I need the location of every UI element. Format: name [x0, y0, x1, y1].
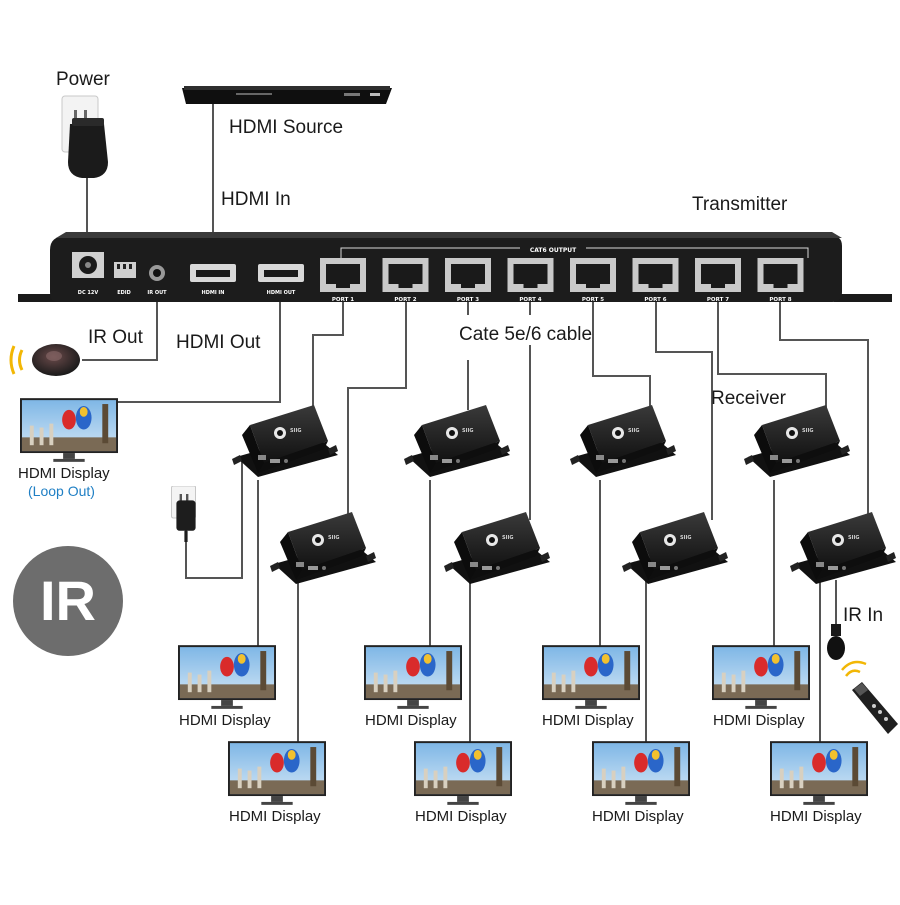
panel-label-ir-out: IR OUT	[147, 290, 167, 296]
panel-label-dc: DC 12V	[78, 290, 99, 296]
label-hdmi-display-4: HDMI Display	[415, 808, 507, 825]
display-icon-2	[228, 741, 326, 805]
receiver-power-plug-icon	[171, 486, 197, 542]
receivers	[232, 405, 896, 584]
label-receiver: Receiver	[711, 388, 786, 409]
rj45-port-2: PORT 2	[382, 258, 429, 303]
label-hdmi-display-7: HDMI Display	[713, 712, 805, 729]
loop-out-display-icon	[20, 398, 118, 462]
cable-lines	[82, 104, 869, 745]
power-plug-icon	[61, 95, 108, 178]
rj45-ports: PORT 1 PORT 2 PORT 3 PORT 4 PORT 5 PORT 6 PORT…	[320, 258, 804, 303]
label-hdmi-display-5: HDMI Display	[542, 712, 634, 729]
display-icon-5	[542, 645, 640, 709]
ir-emitter-icon	[9, 344, 80, 376]
label-hdmi-display-8: HDMI Display	[770, 808, 862, 825]
receiver-3	[404, 405, 510, 477]
remote-control-icon	[841, 660, 898, 734]
label-transmitter: Transmitter	[692, 194, 788, 215]
receiver-1	[232, 405, 338, 477]
label-hdmi-out: HDMI Out	[176, 332, 261, 353]
port-label-7: PORT 7	[707, 297, 729, 303]
receiver-7	[744, 405, 850, 477]
port-label-2: PORT 2	[394, 297, 416, 303]
label-ir-out: IR Out	[88, 327, 143, 348]
label-hdmi-in: HDMI In	[221, 189, 291, 210]
rj45-port-8: PORT 8	[757, 258, 804, 303]
panel-label-edid: EDID	[117, 290, 131, 296]
ir-badge-text: IR	[40, 569, 96, 632]
label-hdmi-display-3: HDMI Display	[365, 712, 457, 729]
port-label-6: PORT 6	[644, 297, 666, 303]
rj45-port-7: PORT 7	[695, 258, 741, 303]
receiver-2	[270, 512, 376, 584]
label-hdmi-display-loop: HDMI Display	[18, 465, 110, 482]
label-hdmi-display-6: HDMI Display	[592, 808, 684, 825]
rj45-port-5: PORT 5	[570, 258, 616, 303]
ir-badge: IR	[13, 546, 123, 656]
panel-label-hdmi-in: HDMI IN	[202, 290, 225, 296]
label-ir-in: IR In	[843, 605, 884, 626]
port-label-3: PORT 3	[457, 297, 479, 303]
receiver-4	[444, 512, 550, 584]
label-hdmi-source: HDMI Source	[229, 117, 344, 138]
ir-receiver-icon	[827, 624, 845, 660]
receiver-6	[622, 512, 728, 584]
port-label-8: PORT 8	[769, 297, 791, 303]
panel-label-hdmi-out: HDMI OUT	[267, 290, 296, 296]
label-loop-out: (Loop Out)	[28, 483, 95, 499]
display-icon-7	[712, 645, 810, 709]
port-label-1: PORT 1	[332, 297, 354, 303]
panel-label-cat6: CAT6 OUTPUT	[530, 247, 577, 254]
display-icon-3	[364, 645, 462, 709]
rj45-port-3: PORT 3	[445, 258, 491, 303]
rj45-port-1: PORT 1	[320, 258, 366, 303]
rj45-port-6: PORT 6	[632, 258, 679, 303]
port-label-5: PORT 5	[582, 297, 604, 303]
label-hdmi-display-2: HDMI Display	[229, 808, 321, 825]
label-hdmi-display-1: HDMI Display	[179, 712, 271, 729]
receiver-5	[570, 405, 676, 477]
dvd-player-icon	[182, 86, 392, 104]
receiver-8	[790, 512, 896, 584]
display-icon-4	[414, 741, 512, 805]
rj45-port-4: PORT 4	[507, 258, 554, 303]
label-power: Power	[56, 69, 110, 90]
display-icon-6	[592, 741, 690, 805]
display-icon-8	[770, 741, 868, 805]
display-icon-1	[178, 645, 276, 709]
port-label-4: PORT 4	[519, 297, 541, 303]
label-cable: Cate 5e/6 cable	[459, 324, 593, 345]
transmitter: PORT 1 PORT 2 PORT 3 PORT 4 PORT 5 PORT 6 PORT…	[18, 232, 892, 303]
